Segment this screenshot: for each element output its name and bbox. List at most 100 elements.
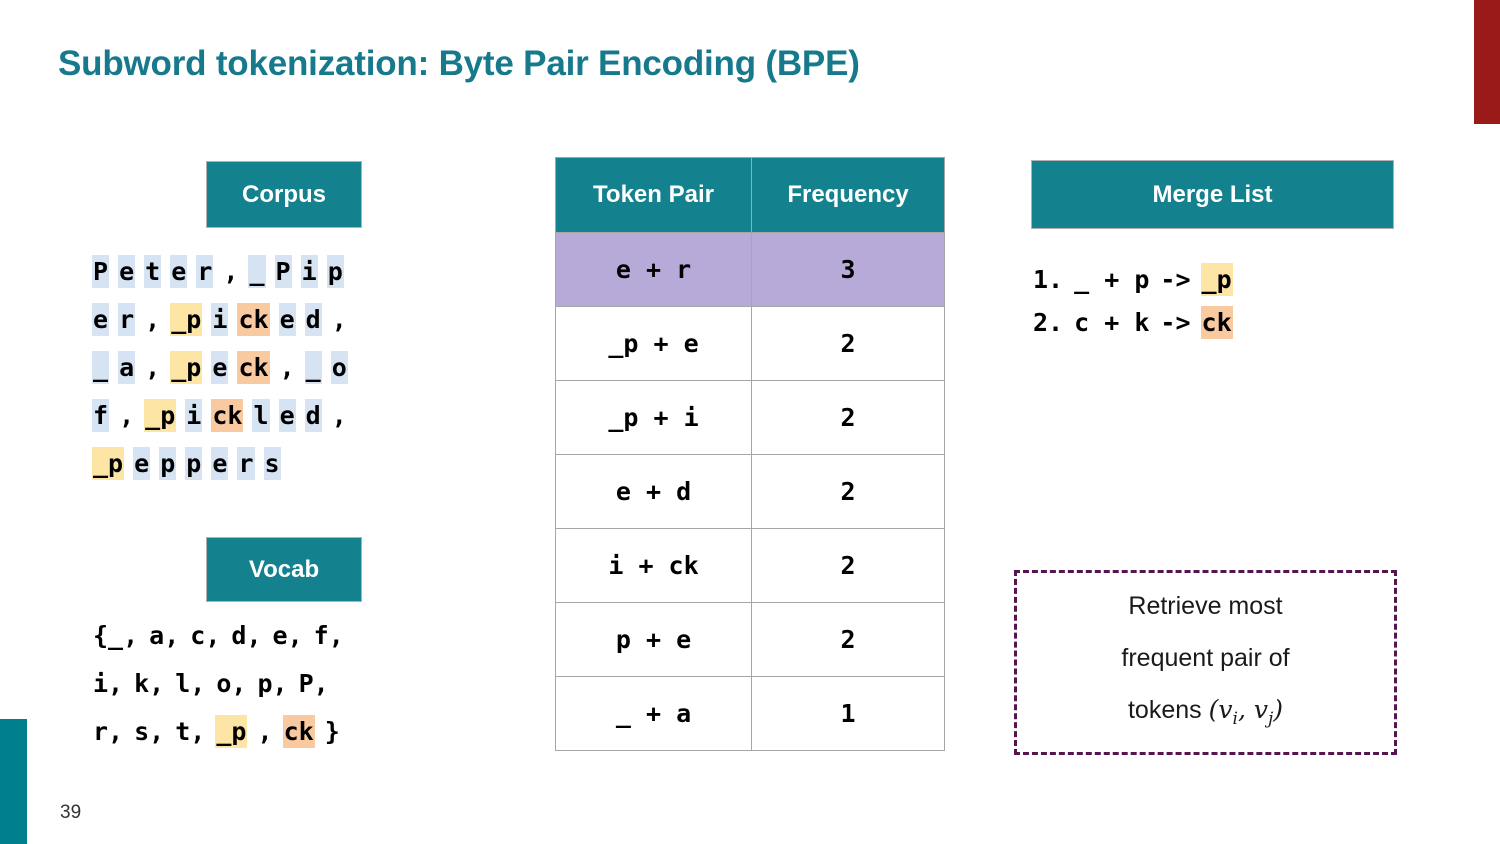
token: p [159, 447, 177, 480]
token: d [304, 399, 322, 432]
callout-line-3-text: tokens [1127, 696, 1202, 724]
token: , [257, 717, 273, 746]
token: s [263, 447, 281, 480]
token: k, [134, 669, 165, 698]
vocab-line-3: r,s,t,_p,ck} [92, 708, 345, 756]
vocab-text-block: {_,a,c,d,e,f,i,k,l,o,p,P,r,s,t,_p,ck} [92, 612, 345, 756]
token: o [330, 351, 348, 384]
token: e [278, 399, 296, 432]
token: i [185, 399, 203, 432]
callout-box: Retrieve most frequent pair of tokens (v… [1014, 570, 1397, 755]
token: _p [92, 447, 125, 480]
token: a, [149, 621, 180, 650]
vocab-section-header: Vocab [206, 537, 362, 602]
token: p [326, 255, 344, 288]
cell-frequency: 2 [751, 454, 945, 529]
token: P [274, 255, 292, 288]
token: _ [304, 351, 322, 384]
token: -> [1160, 308, 1191, 337]
token: , [145, 305, 161, 334]
bottom-left-accent-bar [0, 719, 27, 844]
token: P, [298, 669, 329, 698]
token: i, [93, 669, 124, 698]
vocab-line-2: i,k,l,o,p,P, [92, 660, 345, 708]
token: s, [134, 717, 165, 746]
token: t [144, 255, 162, 288]
token: _p [215, 715, 248, 748]
token: e [133, 447, 151, 480]
cell-token-pair: e + d [555, 454, 752, 529]
vocab-line-1: {_,a,c,d,e,f, [92, 612, 345, 660]
top-right-accent-bar [1474, 0, 1500, 124]
token: o, [216, 669, 247, 698]
token: e [92, 303, 110, 336]
token: P [92, 255, 110, 288]
token: ck [1200, 306, 1233, 339]
token: l, [175, 669, 206, 698]
token: _p [144, 399, 177, 432]
cell-token-pair: _ + a [555, 676, 752, 751]
cell-frequency: 2 [751, 380, 945, 455]
token: _p [170, 303, 203, 336]
token: {_, [93, 621, 139, 650]
token: , [119, 401, 135, 430]
token: 2. [1033, 308, 1064, 337]
token: ck [237, 351, 270, 384]
merge-list-header-label: Merge List [1152, 180, 1273, 208]
corpus-section-header: Corpus [206, 161, 362, 228]
cell-frequency: 1 [751, 676, 945, 751]
token: , [331, 401, 347, 430]
cell-token-pair: _p + i [555, 380, 752, 455]
callout-line-2: frequent pair of [1121, 644, 1290, 672]
merge-list-line-2: 2.c + k->ck [1032, 301, 1233, 344]
callout-line-1: Retrieve most [1128, 592, 1283, 620]
cell-token-pair: e + r [555, 232, 752, 307]
token: p [185, 447, 203, 480]
token: ck [211, 399, 244, 432]
token: r [237, 447, 255, 480]
token: r [118, 303, 136, 336]
token: d [304, 303, 322, 336]
token: e [170, 255, 188, 288]
token: e [211, 447, 229, 480]
token: -> [1160, 265, 1191, 294]
corpus-header-label: Corpus [242, 180, 326, 208]
token: ck [237, 303, 270, 336]
token: , [145, 353, 161, 382]
token: , [279, 353, 295, 382]
cell-frequency: 2 [751, 602, 945, 677]
cell-token-pair: i + ck [555, 528, 752, 603]
token: , [223, 257, 239, 286]
token: f [92, 399, 110, 432]
token: c, [190, 621, 221, 650]
token: e [211, 351, 229, 384]
cell-frequency: 3 [751, 232, 945, 307]
cell-token-pair: p + e [555, 602, 752, 677]
vocab-header-label: Vocab [248, 555, 320, 583]
page-number: 39 [60, 802, 82, 823]
callout-math-expression: (vi, vj) [1208, 695, 1284, 729]
token: l [252, 399, 270, 432]
column-header-token-pair: Token Pair [555, 157, 752, 233]
cell-token-pair: _p + e [555, 306, 752, 381]
column-header-frequency: Frequency [751, 157, 945, 233]
token: f, [313, 621, 344, 650]
token: i [211, 303, 229, 336]
merge-list-section-header: Merge List [1031, 160, 1394, 229]
table-header-row: Token Pair Frequency [555, 157, 945, 233]
token: a [118, 351, 136, 384]
